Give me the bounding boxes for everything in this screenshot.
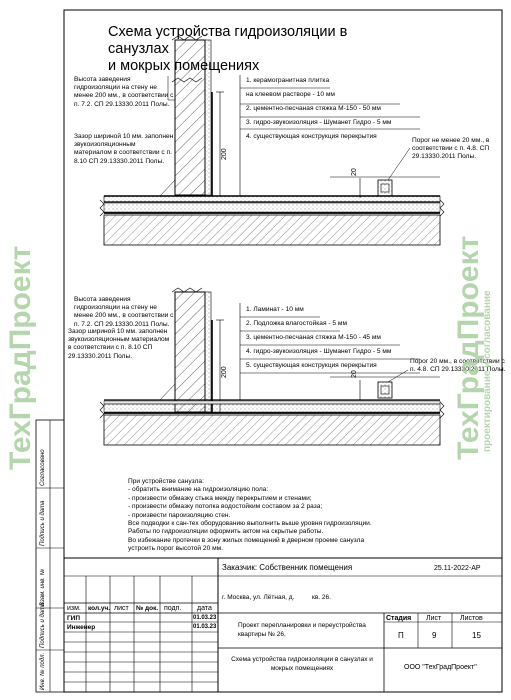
- side-label-sign: Подпись и дата: [40, 500, 46, 546]
- watermark-left: ТехГрадПроект: [4, 245, 37, 470]
- watermark-right: ТехГрадПроект: [452, 235, 485, 460]
- date-gip: 01.03.23: [193, 615, 217, 621]
- col-doc: № док.: [136, 605, 159, 612]
- gap-note-s2: Зазор шириной 10 мм. заполнен звукоизоля…: [68, 328, 170, 360]
- side-label-agreed: Согласовано: [40, 449, 46, 486]
- layer-item: 3. цементно-песчаная стяжка М-150 - 45 м…: [246, 334, 381, 341]
- layer-item: 3. гидро-звукоизоляция - Шуманет Гидро -…: [246, 119, 392, 126]
- dim-200-s1: 200: [221, 148, 228, 160]
- general-note-line: Работы по гидроизоляции оформить актом н…: [128, 528, 324, 536]
- side-label-sign2: Подпись и дата: [40, 602, 46, 648]
- stage-label: Стадия: [386, 615, 412, 622]
- layers-list-s1: 1. керамогранитная плитка на клеевом рас…: [246, 74, 391, 144]
- general-note-line: - обратить внимание на гидроизоляцию пол…: [128, 486, 269, 494]
- role-gip: ГИП: [67, 615, 81, 622]
- layer-item: 2. цементно-песчаная стяжка М-150 - 50 м…: [246, 105, 381, 112]
- sheet-label: Лист: [426, 615, 442, 622]
- general-note-line: - произвести обмазку потолка водостойким…: [128, 503, 323, 511]
- gap-note-s1: Зазор шириной 10 мм. заполнен звукоизоля…: [74, 133, 174, 165]
- col-izm: изм.: [67, 605, 81, 612]
- layer-item: 5. существующая конструкция перекрытия: [246, 362, 377, 369]
- dim-20-s1: 20: [351, 168, 358, 176]
- side-label-inv-orig: Инв. № подл.: [40, 652, 46, 690]
- address-num: кв. 26.: [312, 594, 331, 601]
- side-label-inv-replace: Взам. инв. №: [40, 568, 46, 606]
- general-notes: При устройстве санузла: - обратить внима…: [128, 478, 438, 554]
- col-kol: кол.уч.: [88, 605, 111, 612]
- customer-label: Заказчик: Собственник помещения: [222, 563, 353, 572]
- watermark-right-sub: проектирование и согласование: [482, 290, 493, 452]
- general-note-line: - произвести обмазку стыка между перекры…: [128, 494, 312, 502]
- general-note-line: устроить порог высотой 20 мм.: [128, 545, 223, 553]
- threshold-note-s1: Порог не менее 20 мм., в соответствии с …: [412, 137, 490, 161]
- project-name: Проект перепланировки и переустройства к…: [238, 622, 366, 638]
- dim-20-s2: 20: [351, 370, 358, 378]
- address: г. Москва, ул. Лётная, д.: [222, 594, 295, 601]
- role-engineer: Инженер: [67, 624, 96, 631]
- sheets-value: 15: [472, 631, 481, 640]
- col-sign: подп.: [164, 605, 182, 612]
- layer-item: 4. существующая конструкция перекрытия: [246, 133, 377, 140]
- sheet-title: Схема устройства гидроизоляции в санузла…: [231, 656, 373, 672]
- wall-note-s2: Высота заведения гидроизоляции на стену …: [74, 296, 174, 328]
- col-list: лист: [114, 605, 129, 612]
- stage-value: П: [398, 631, 404, 640]
- layer-item: 4. гидро-звукоизоляция - Шуманет Гидро -…: [246, 348, 392, 355]
- general-note-line: - произвести пароизоляцию стен.: [128, 511, 231, 519]
- col-date: дата: [197, 605, 212, 612]
- layer-item: 2. Подложка влагостойкая - 5 мм: [246, 320, 347, 327]
- company-name: ООО "ТехГрадПроект": [404, 664, 477, 671]
- drawing-title-line1: Схема устройства гидроизоляции в санузла…: [108, 24, 348, 57]
- sheet-value: 9: [432, 631, 437, 640]
- drawing-title-line2: и мокрых помещениях: [108, 58, 260, 74]
- drawing-title: Схема устройства гидроизоляции в санузла…: [108, 24, 408, 75]
- general-note-line: Во избежание протечки в зону жилых помещ…: [128, 536, 365, 544]
- general-note-line: Все подводки к сан-тех оборудованию выпо…: [128, 520, 372, 528]
- doc-code: 25.11-2022-АР: [434, 565, 481, 572]
- date-engineer: 01.03.23: [193, 624, 217, 630]
- dim-200-s2: 200: [221, 366, 228, 378]
- layers-list-s2: 1. Ламинат - 10 мм 2. Подложка влагостой…: [246, 303, 391, 373]
- layer-item: 1. Ламинат - 10 мм: [246, 306, 304, 313]
- sheets-label: Листов: [460, 615, 483, 622]
- layer-item: 1. керамогранитная плитка: [246, 77, 330, 84]
- layer-item: на клеевом растворе - 10 мм: [246, 91, 335, 98]
- general-note-line: При устройстве санузла:: [128, 478, 204, 485]
- wall-note-s1: Высота заведения гидроизоляции на стену …: [74, 76, 174, 108]
- threshold-note-s2: Порог 20 мм., в соответствии с п. 4.8. С…: [410, 358, 506, 374]
